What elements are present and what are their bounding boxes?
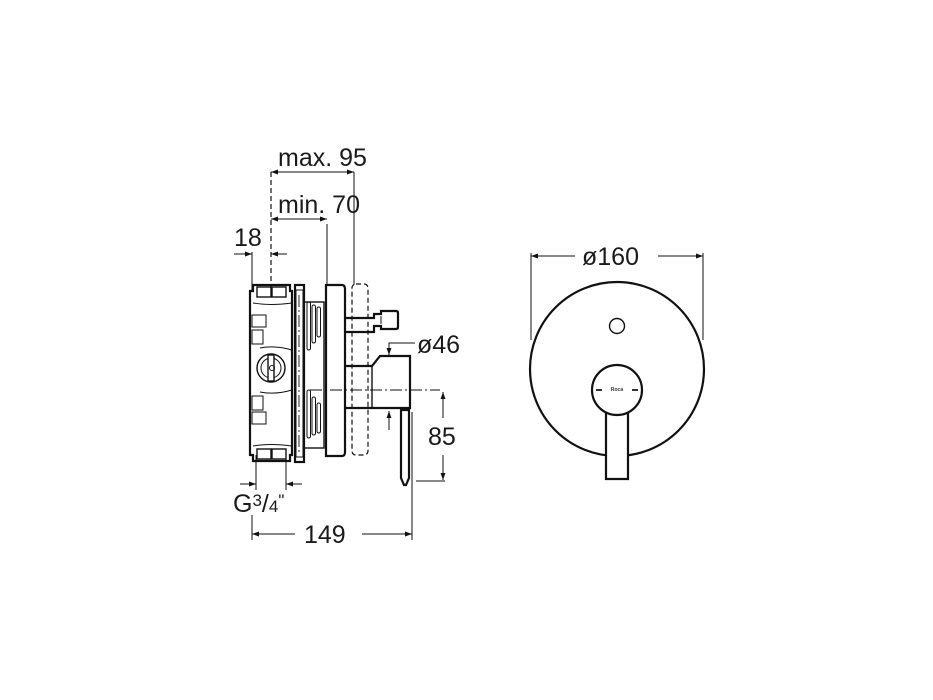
dimension-diameter-46: ø46	[386, 331, 460, 430]
dimension-diameter-160: ø160	[531, 243, 703, 271]
dimension-g-three-quarter: G3/4"	[233, 455, 302, 518]
dimension-min-70: min. 70	[271, 191, 360, 222]
dimension-label-thread: G3/4"	[233, 490, 284, 518]
dimension-max-95: max. 95	[271, 144, 367, 175]
dimension-label-diameter-46: ø46	[417, 331, 460, 359]
lever-side	[399, 408, 413, 540]
dimension-label-18: 18	[234, 224, 262, 252]
side-view: max. 95 min. 70 18	[233, 144, 460, 549]
lever-front	[604, 408, 630, 481]
valve-body-housing	[248, 283, 294, 463]
dimension-149: 149	[251, 515, 412, 549]
diverter-knob	[608, 317, 626, 335]
dimension-label-85: 85	[428, 423, 456, 451]
dimension-label-min: min. 70	[278, 191, 360, 219]
handle-hub	[590, 363, 644, 417]
escutcheon-side	[324, 283, 347, 458]
mounting-plate	[293, 283, 325, 464]
dimension-85: 85	[416, 392, 456, 482]
handle-body-side	[310, 354, 440, 410]
front-view: ø160 Roca	[528, 243, 706, 481]
dimension-label-149: 149	[304, 521, 346, 549]
dimension-label-max: max. 95	[278, 144, 367, 172]
dimension-label-diameter-160: ø160	[582, 243, 639, 271]
diverter-stem	[345, 309, 400, 334]
roca-logo: Roca	[611, 387, 623, 393]
escutcheon-max-position	[351, 283, 369, 456]
dimension-18: 18	[234, 224, 287, 257]
